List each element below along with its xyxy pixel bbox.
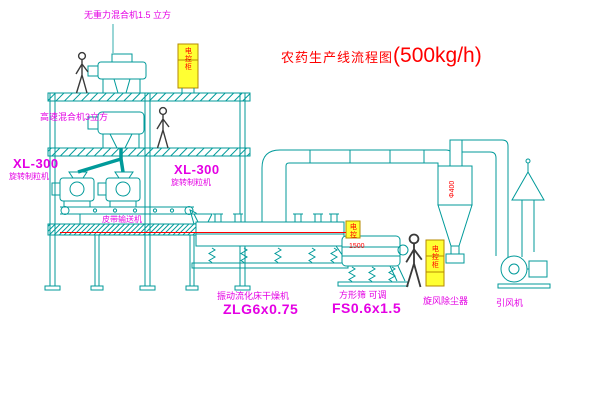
label-fan: 引风机 (496, 298, 524, 308)
induced-draft-fan (497, 255, 551, 289)
diagram-title-capacity: (500kg/h) (393, 44, 482, 67)
cabinet-mid-text: 电控 (349, 223, 357, 239)
label-granulator-mid-model: XL-300 (174, 162, 220, 177)
label-dryer-name: 振动流化床干燥机 (217, 291, 290, 301)
label-belt-conveyor: 皮带输送机 (102, 215, 142, 224)
cabinet-right-text: 电控柜 (431, 245, 439, 269)
square-sieve (337, 235, 409, 287)
label-sieve-model: FS0.6x1.5 (332, 300, 402, 316)
dryer-exhaust-duct (261, 149, 453, 222)
label-granulator-mid-name: 旋转制粒机 (171, 178, 211, 187)
label-granulator-left-model: XL-300 (13, 156, 59, 171)
exhaust-stack (511, 158, 545, 257)
label-granulator-left-name: 旋转制粒机 (9, 172, 49, 181)
cabinet-top-text: 电控柜 (184, 47, 192, 71)
person-figure (405, 233, 423, 288)
granulator-left (51, 171, 95, 207)
building-structure (44, 92, 251, 291)
label-second-mixer: 高速混合机3立方 (40, 112, 109, 122)
y-chute (77, 148, 125, 174)
gravity-free-mixer (87, 53, 147, 94)
label-sieve-name: 方形筛 可调 (339, 290, 387, 300)
label-cyclone: 旋风除尘器 (423, 296, 469, 306)
granulator-mid (97, 171, 141, 207)
cyclone-separator (437, 139, 473, 264)
label-dryer-model: ZLG6x0.75 (223, 301, 299, 317)
diagram-title: 农药生产线流程图 (500kg/h) (281, 44, 482, 68)
exhaust-pipe (450, 139, 509, 258)
diagram-title-text: 农药生产线流程图 (281, 50, 394, 65)
dimension-phi400: Φ400 (449, 180, 456, 198)
high-speed-mixer (87, 111, 145, 149)
control-cabinet-right (425, 239, 445, 287)
fluid-bed-dryer (191, 213, 353, 269)
person-figure (156, 106, 170, 149)
control-cabinet-top (177, 43, 199, 93)
person-figure (75, 51, 89, 94)
control-cabinet-mid (345, 220, 361, 239)
label-top-mixer: 无重力混合机1.5 立方 (84, 10, 172, 20)
dimension-1500: 1500 (349, 243, 365, 250)
